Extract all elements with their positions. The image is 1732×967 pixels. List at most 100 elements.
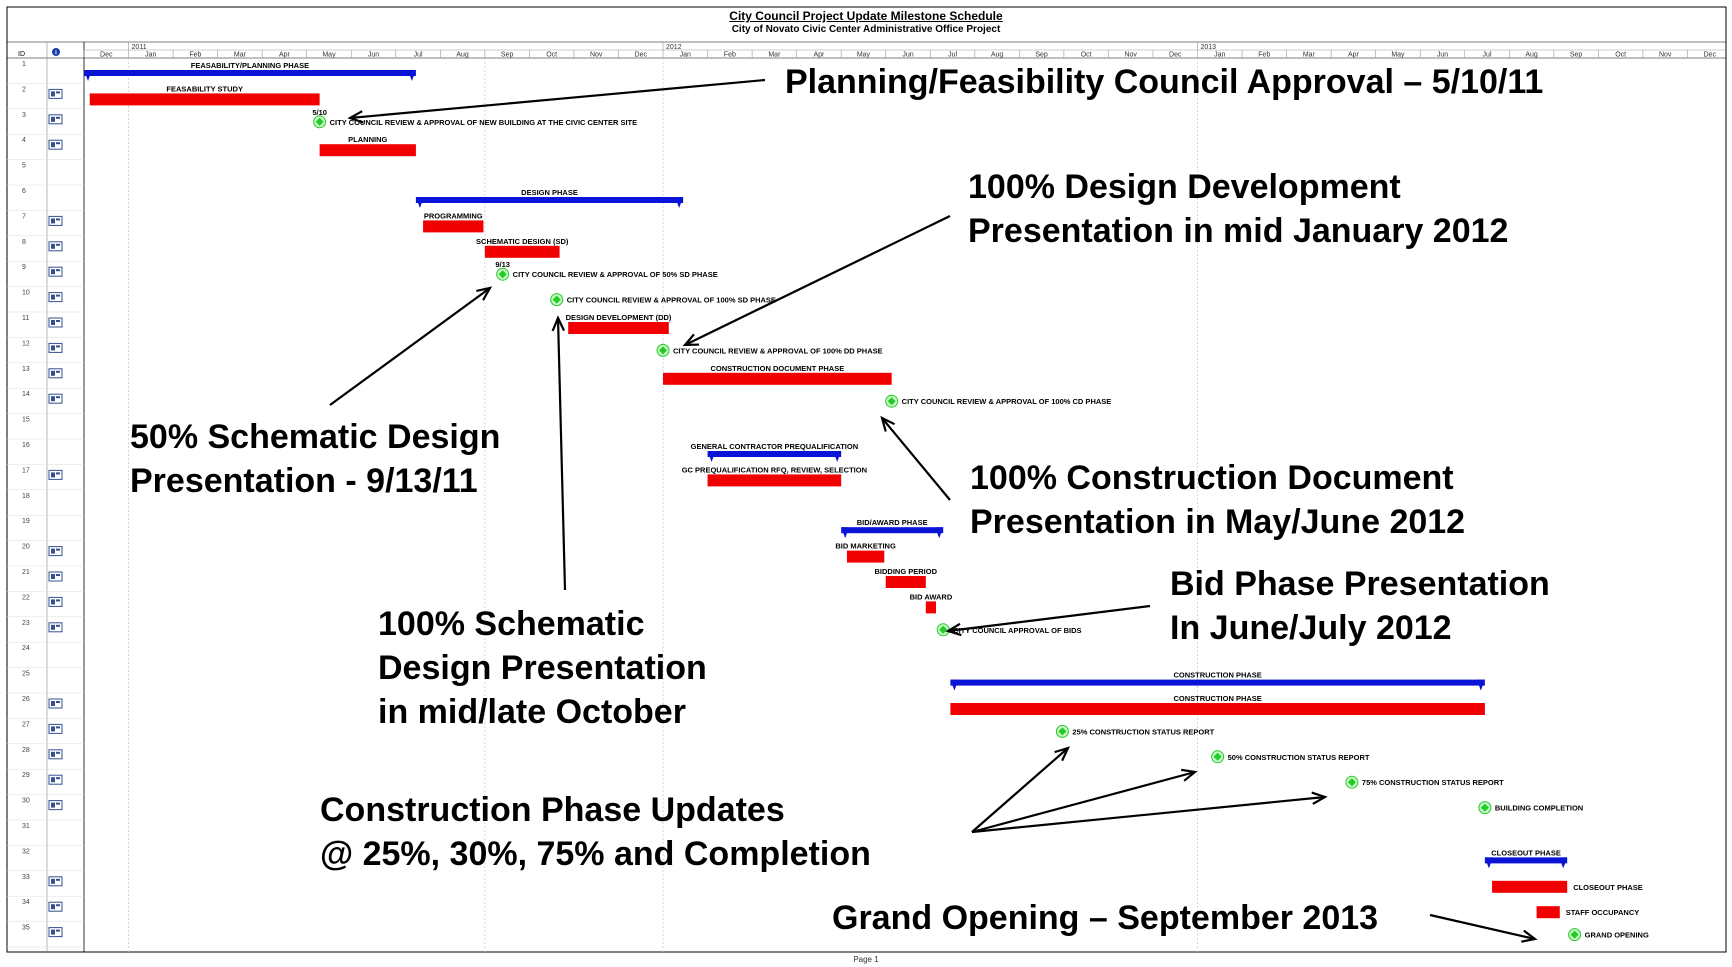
task-label: BIDDING PERIOD: [875, 567, 938, 576]
row-id: 11: [22, 315, 29, 322]
arrow-50-schematic: [329, 287, 491, 406]
task-note-icon: [48, 723, 63, 734]
row-id: 2: [22, 86, 26, 93]
summary-bar: [950, 679, 1485, 686]
month-label: Jul: [1483, 52, 1492, 59]
callout-construction-updates: Construction Phase Updates @ 25%, 30%, 7…: [320, 791, 871, 873]
task-label: PROGRAMMING: [424, 211, 483, 220]
task-note-icon-fill: [51, 624, 55, 630]
task-note-icon-line: [56, 599, 60, 602]
task-bar: [89, 93, 320, 106]
month-label: Jun: [368, 52, 379, 59]
row-id: 24: [22, 645, 30, 652]
month-label: Aug: [456, 52, 469, 59]
month-label: Nov: [590, 52, 603, 59]
summary-label: GENERAL CONTRACTOR PREQUALIFICATION: [691, 442, 859, 451]
task-label: GC PREQUALIFICATION RFQ, REVIEW, SELECTI…: [682, 465, 867, 474]
task-note-icon: [48, 596, 63, 607]
task-note-icon-fill: [51, 345, 55, 351]
month-label: Jul: [414, 52, 423, 59]
task-note-icon-fill: [51, 929, 55, 935]
task-note-icon: [48, 215, 63, 226]
task-note-icon: [48, 546, 63, 557]
task-bar: [885, 576, 926, 588]
task-note-icon-line: [56, 548, 60, 551]
task-note-icon-fill: [51, 777, 55, 783]
callout-grand-opening: Grand Opening – September 2013: [832, 899, 1379, 937]
task-note-icon: [48, 469, 63, 480]
task-note-icon-fill: [51, 320, 55, 325]
milestone-label: 50% CONSTRUCTION STATUS REPORT: [1228, 753, 1370, 762]
id-header: ID: [18, 51, 25, 58]
task-note-icon-line: [56, 472, 60, 475]
arrow-construction-75: [971, 795, 1326, 834]
summary-label: CONSTRUCTION PHASE: [1173, 671, 1261, 680]
task-bar: [1536, 906, 1560, 919]
row-id: 7: [22, 213, 26, 220]
task-label: SCHEMATIC DESIGN (SD): [476, 237, 569, 246]
arrow-50-schematic-head: [476, 286, 493, 301]
milestone-diamond: [1213, 752, 1222, 761]
task-note-icon-fill: [51, 142, 55, 148]
row-id: 23: [22, 620, 30, 627]
task-note-icon-line: [56, 929, 60, 932]
milestone-diamond: [1480, 803, 1489, 812]
task-note-icon: [48, 800, 63, 811]
task-note-icon: [48, 342, 63, 353]
task-note-icon-fill: [51, 701, 55, 706]
month-label: Sep: [1570, 52, 1583, 59]
milestone-label: CITY COUNCIL REVIEW & APPROVAL OF 100% S…: [567, 296, 776, 305]
row-id: 16: [22, 442, 30, 449]
arrow-design-development: [684, 215, 951, 346]
summary-label: DESIGN PHASE: [521, 188, 578, 197]
task-note-icon-fill: [51, 726, 55, 732]
month-label: May: [1391, 52, 1405, 59]
row-id: 12: [22, 340, 30, 347]
row-id: 22: [22, 594, 30, 601]
task-label: STAFF OCCUPANCY: [1566, 908, 1639, 917]
month-label: Jul: [948, 52, 957, 59]
milestone-diamond: [1570, 930, 1579, 939]
summary-bar: [415, 197, 684, 203]
task-note-icon-line: [56, 243, 60, 246]
milestone-label: GRAND OPENING: [1585, 931, 1649, 940]
chart-title: City Council Project Update Milestone Sc…: [729, 9, 1003, 23]
milestone-label: CITY COUNCIL APPROVAL OF BIDS: [953, 626, 1081, 635]
task-note-icon: [48, 571, 63, 582]
arrow-grand-opening-head: [1521, 929, 1538, 943]
info-icon: [52, 48, 60, 56]
page-number: Page 1: [853, 955, 879, 964]
milestone-diamond: [498, 270, 507, 279]
task-note-icon-fill: [51, 472, 55, 478]
row-id: 9: [22, 264, 26, 271]
month-label: Oct: [1615, 52, 1626, 59]
row-id: 33: [22, 874, 30, 881]
month-label: Dec: [1704, 52, 1717, 59]
year-label: 2011: [132, 44, 147, 51]
task-note-icon: [48, 876, 63, 887]
task-note-icon-line: [56, 218, 60, 221]
arrow-construction-75-head: [1311, 791, 1328, 805]
year-label: 2012: [666, 44, 682, 51]
arrow-construction-25-head: [1054, 746, 1071, 762]
arrow-construction-document-head: [880, 415, 896, 432]
month-label: Oct: [1081, 52, 1092, 59]
task-note-icon-fill: [51, 116, 55, 122]
row-id: 3: [22, 112, 26, 119]
task-note-icon-line: [56, 269, 60, 272]
month-label: Apr: [1348, 52, 1360, 59]
task-label: BID MARKETING: [835, 542, 896, 551]
month-label: Feb: [724, 52, 736, 59]
task-note-icon-line: [56, 116, 60, 119]
summary-bar: [84, 70, 416, 76]
task-note-icon: [48, 241, 63, 252]
row-id: 27: [22, 721, 30, 728]
task-label: CONSTRUCTION DOCUMENT PHASE: [710, 364, 844, 373]
row-id: 17: [22, 467, 30, 474]
milestone-diamond: [659, 346, 668, 355]
task-bar: [484, 245, 560, 258]
row-id: 30: [22, 798, 30, 805]
month-label: Mar: [234, 52, 247, 59]
row-id: 4: [22, 137, 26, 144]
